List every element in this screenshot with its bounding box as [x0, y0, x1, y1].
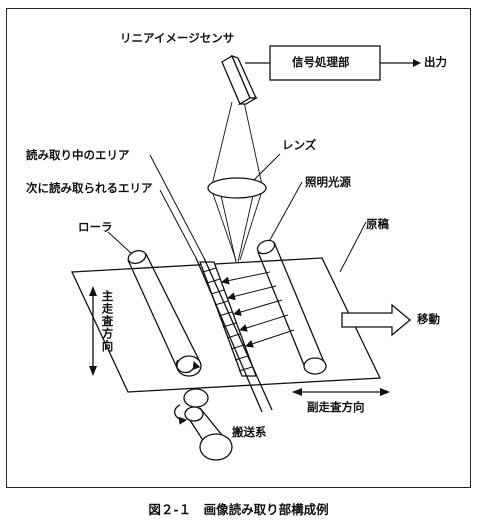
leader-light-source	[269, 181, 303, 241]
leader-next-area	[159, 189, 197, 259]
transport-rollers	[174, 388, 233, 461]
left-roller	[127, 250, 202, 377]
next-area-label: 次に読み取られるエリア	[26, 181, 153, 195]
document-label: 原稿	[366, 217, 389, 231]
leader-lens	[253, 153, 281, 181]
move-label: 移動	[417, 312, 440, 326]
signal-processor-box	[269, 45, 381, 81]
light-source-tube	[256, 239, 327, 375]
linear-image-sensor	[221, 54, 259, 105]
illumination-arrows	[221, 271, 295, 348]
reading-strip	[195, 257, 273, 413]
transport-label: 搬送系	[232, 425, 267, 439]
optical-path	[211, 101, 263, 263]
move-arrow	[341, 303, 412, 337]
figure-frame	[6, 8, 471, 488]
figure-caption: 図２-１ 画像読み取り部構成例	[148, 502, 329, 517]
sensor-label: リニアイメージセンサ	[120, 31, 235, 45]
roller-label: ローラ	[78, 220, 113, 234]
processor-label: 信号処理部	[292, 55, 350, 69]
lens-label: レンズ	[282, 138, 317, 152]
leader-roller	[107, 231, 133, 255]
leader-document	[339, 221, 367, 273]
leader-reading-area	[149, 154, 205, 259]
light-source-label: 照明光源	[305, 175, 351, 189]
output-label: 出力	[424, 55, 447, 69]
reading-area-label: 読み取り中のエリア	[26, 148, 130, 162]
sub-scan-label: 副走査方向	[307, 400, 365, 414]
main-scan-label: 主走査方向	[100, 290, 115, 353]
lens	[207, 177, 267, 199]
